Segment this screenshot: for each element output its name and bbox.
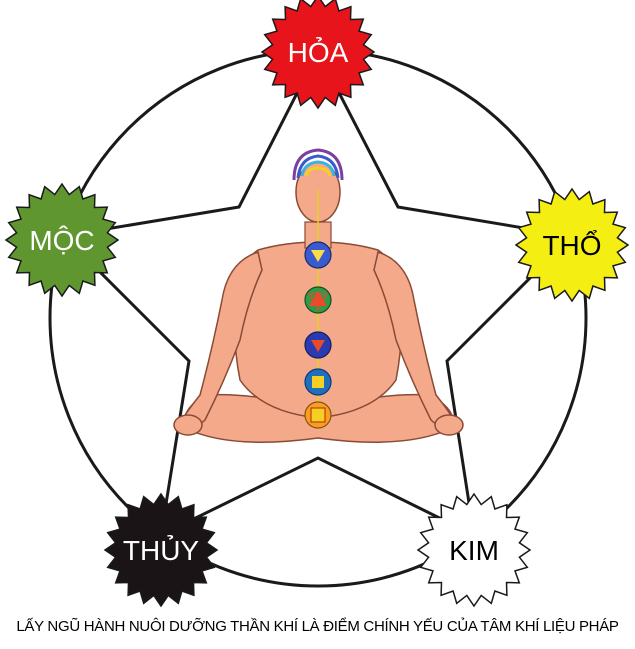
element-label-thuy: THỦY: [123, 534, 200, 566]
element-burst-hoa: [260, 0, 376, 110]
diagram-caption: LẤY NGŨ HÀNH NUÔI DƯỠNG THẦN KHÍ LÀ ĐIỂM…: [16, 618, 619, 635]
meditating-figure-with-chakras-icon: [173, 148, 464, 443]
element-badge-tho: THỔ: [514, 187, 630, 303]
element-badge-thuy: THỦY: [103, 492, 219, 608]
element-label-moc: MỘC: [29, 225, 94, 256]
element-badge-kim: KIM: [416, 492, 532, 608]
element-burst-kim: [416, 492, 532, 608]
element-badge-hoa: HỎA: [260, 0, 376, 110]
pentagram-outline: [60, 48, 576, 538]
element-burst-moc: [4, 182, 120, 298]
element-badge-moc: MỘC: [4, 182, 120, 298]
element-burst-tho: [514, 187, 630, 303]
element-label-hoa: HỎA: [288, 36, 349, 68]
element-burst-thuy: [103, 492, 219, 608]
element-label-tho: THỔ: [542, 230, 601, 261]
element-label-kim: KIM: [449, 535, 499, 566]
